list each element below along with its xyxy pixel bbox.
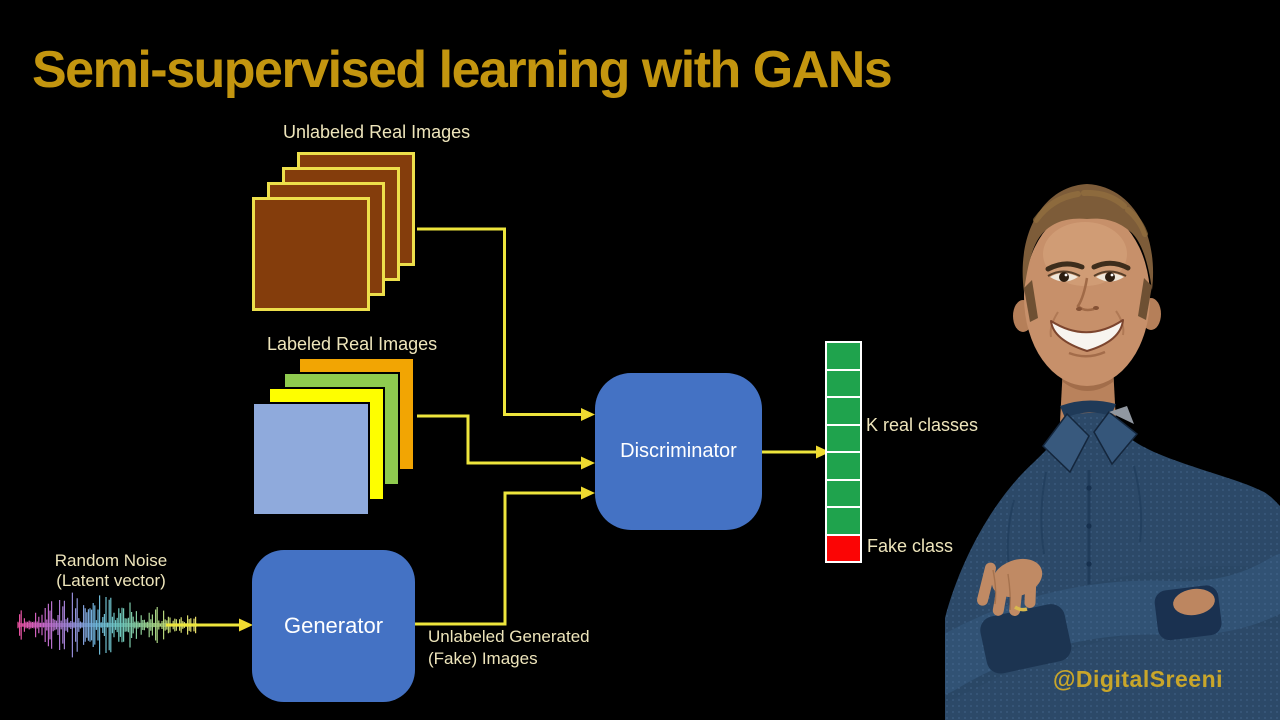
eye-right xyxy=(1105,272,1115,282)
fake-class-label: Fake class xyxy=(867,536,954,556)
presenter-head xyxy=(1013,184,1161,422)
discriminator-label: Discriminator xyxy=(620,440,737,462)
output-class-vector xyxy=(825,341,862,563)
discriminator-node: Discriminator xyxy=(595,373,762,530)
noise-waveform xyxy=(17,592,197,658)
hand xyxy=(976,558,1043,616)
eye-left xyxy=(1059,272,1069,282)
collar-right xyxy=(1093,410,1139,466)
generator-node: Generator xyxy=(252,550,415,702)
real-class-cell xyxy=(827,480,860,506)
hair xyxy=(1022,184,1154,292)
real-class-cell xyxy=(827,508,860,534)
smile xyxy=(1050,319,1124,352)
arrowhead-unlabeled-input xyxy=(581,408,595,421)
real-class-cell xyxy=(827,425,860,451)
fake-class-cell xyxy=(827,535,860,561)
generated-line1: Unlabeled Generated xyxy=(428,627,590,646)
slide-title: Semi-supervised learning with GANs xyxy=(32,41,893,99)
labeled-to-discriminator-line xyxy=(417,414,581,465)
nose xyxy=(1076,277,1095,312)
unlabeled-images-label: Unlabeled Real Images xyxy=(283,122,471,142)
unlabeled-image-1 xyxy=(252,197,370,311)
channel-watermark: @DigitalSreeni xyxy=(1053,666,1224,692)
labeled-images-label: Labeled Real Images xyxy=(267,334,438,354)
generator-to-discriminator-line xyxy=(415,491,581,626)
real-class-cell xyxy=(827,370,860,396)
real-class-cell xyxy=(827,343,860,369)
real-class-cell xyxy=(827,398,860,424)
k-real-classes-label: K real classes xyxy=(866,415,979,435)
presenter-illustration xyxy=(910,184,1280,720)
presenter-photo xyxy=(910,170,1280,720)
presenter-body xyxy=(910,400,1280,720)
arrowhead-labeled-input xyxy=(581,456,595,470)
random-noise-line2: (Latent vector) xyxy=(56,571,166,590)
labeled-image-blue xyxy=(252,402,370,516)
cuff xyxy=(980,604,1072,674)
generated-line2: (Fake) Images xyxy=(428,649,538,668)
eyebrow-left xyxy=(1045,261,1085,272)
random-noise-label: Random Noise (Latent vector) xyxy=(20,551,202,591)
arrowhead-generator-input xyxy=(239,618,253,632)
generated-images-label: Unlabeled Generated (Fake) Images xyxy=(428,626,590,670)
real-class-cell xyxy=(827,453,860,479)
random-noise-line1: Random Noise xyxy=(54,551,168,570)
generator-label: Generator xyxy=(283,613,384,638)
ring xyxy=(1014,605,1028,612)
eyebrow-right xyxy=(1091,260,1131,271)
arrowhead-fake-input xyxy=(581,486,595,500)
collar-left xyxy=(1042,412,1090,474)
unlabeled-to-discriminator-line xyxy=(417,227,581,416)
